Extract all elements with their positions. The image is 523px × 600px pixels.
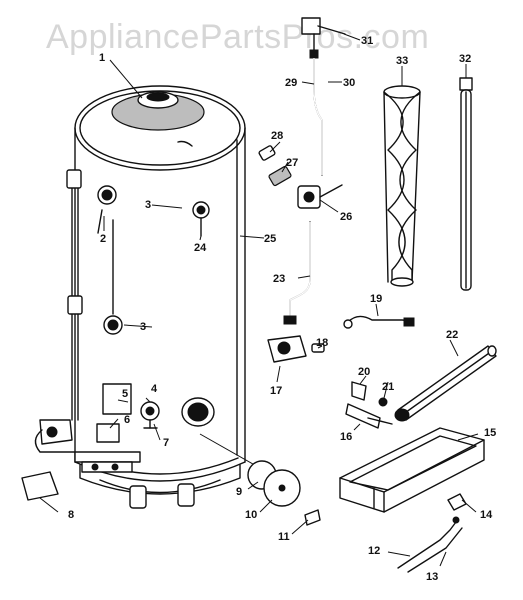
- label-part-21: 21: [382, 381, 394, 393]
- label-part-30: 30: [343, 77, 355, 89]
- label-part-27: 27: [286, 157, 298, 169]
- label-part-3-lower: 3: [140, 321, 146, 333]
- watermark: AppliancePartsPros.com: [46, 18, 430, 56]
- orifice-fittings: [351, 381, 388, 407]
- tank-fittings: [96, 185, 210, 443]
- burner-tray: [339, 427, 485, 513]
- part-8-plate: [21, 471, 59, 513]
- manifold-clip: [447, 493, 477, 513]
- label-part-14: 14: [480, 509, 493, 521]
- flue-baffle: [383, 85, 421, 287]
- gas-control-assembly: [34, 419, 141, 473]
- part-labels: 1 2 3 3 4 5 6 7 8 9 10 11 12 13 14 15 16…: [68, 35, 496, 583]
- label-part-16: 16: [340, 431, 352, 443]
- label-part-23: 23: [273, 273, 285, 285]
- label-part-17: 17: [270, 385, 282, 397]
- label-part-26: 26: [340, 211, 352, 223]
- label-part-6: 6: [124, 414, 130, 426]
- label-part-5: 5: [122, 388, 128, 400]
- label-part-33: 33: [396, 55, 408, 67]
- label-part-31: 31: [361, 35, 373, 47]
- part-16-bracket: [345, 403, 393, 429]
- label-part-28: 28: [271, 130, 283, 142]
- label-part-18: 18: [316, 337, 328, 349]
- inner-door-parts: [247, 460, 321, 526]
- label-part-29: 29: [285, 77, 297, 89]
- label-part-3-upper: 3: [145, 199, 151, 211]
- part-26-control: [297, 184, 343, 213]
- anode-rod: [459, 77, 473, 291]
- label-part-13: 13: [426, 571, 438, 583]
- label-part-19: 19: [370, 293, 382, 305]
- label-part-22: 22: [446, 329, 458, 341]
- label-part-32: 32: [459, 53, 471, 65]
- label-part-9: 9: [236, 486, 242, 498]
- burner: [394, 345, 497, 422]
- label-part-8: 8: [68, 509, 74, 521]
- label-part-20: 20: [358, 366, 370, 378]
- side-conduit: [66, 169, 83, 421]
- label-part-12: 12: [368, 545, 380, 557]
- label-part-24: 24: [194, 242, 207, 254]
- label-part-4: 4: [151, 383, 158, 395]
- label-part-2: 2: [100, 233, 106, 245]
- label-part-25: 25: [264, 233, 276, 245]
- label-part-7: 7: [163, 437, 169, 449]
- flue-pipe-assembly: [301, 17, 346, 176]
- label-part-15: 15: [484, 427, 496, 439]
- gas-supply-tube: [283, 221, 311, 325]
- thermocouple: [343, 315, 415, 329]
- pilot-tubes: [397, 516, 463, 573]
- label-part-11: 11: [278, 531, 290, 543]
- label-part-1: 1: [99, 52, 105, 64]
- leader-lines: [103, 33, 479, 567]
- label-part-10: 10: [245, 509, 257, 521]
